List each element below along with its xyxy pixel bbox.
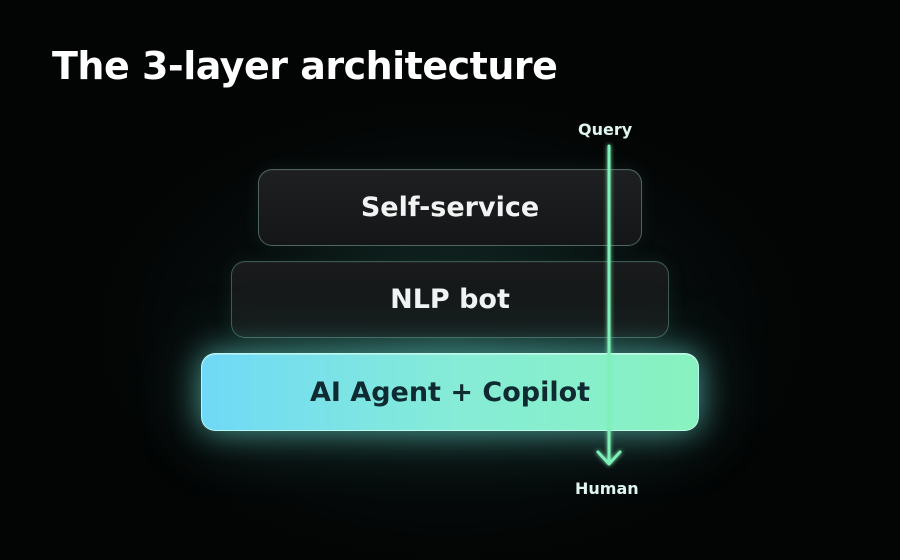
diagram-title: The 3-layer architecture bbox=[52, 44, 558, 88]
layer-label: AI Agent + Copilot bbox=[309, 376, 591, 408]
layer-nlp-bot: NLP bot bbox=[231, 261, 669, 338]
layer-ai-agent-copilot: AI Agent + Copilot bbox=[201, 353, 699, 431]
flow-arrow-head-icon bbox=[596, 450, 622, 466]
flow-end-label: Human bbox=[575, 479, 639, 498]
flow-start-label: Query bbox=[578, 120, 633, 139]
layer-label: Self-service bbox=[360, 192, 540, 223]
layer-self-service: Self-service bbox=[258, 169, 642, 246]
layer-label: NLP bot bbox=[390, 284, 510, 315]
